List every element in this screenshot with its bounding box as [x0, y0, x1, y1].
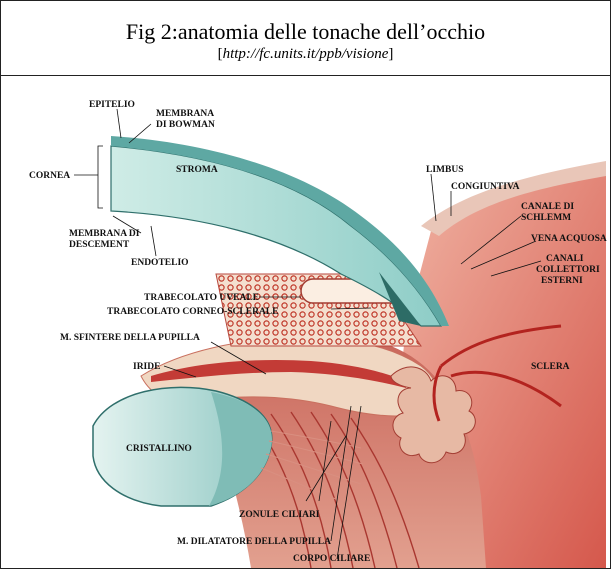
label-m-sfintere: M. SFINTERE DELLA PUPILLA: [60, 333, 200, 343]
label-canale-schlemm-1: CANALE DI: [521, 202, 574, 212]
eye-anatomy-illustration: EPITELIO MEMBRANA DI BOWMAN STROMA CORNE…: [1, 76, 610, 568]
label-stroma: STROMA: [176, 165, 218, 175]
label-canali-collettori-2: COLLETTORI: [536, 265, 600, 275]
label-vena-acquosa: VENA ACQUOSA: [531, 234, 607, 244]
source-url: http://fc.units.it/ppb/visione: [223, 46, 389, 62]
label-epitelio: EPITELIO: [89, 100, 135, 110]
eye-anatomy-diagram: EPITELIO MEMBRANA DI BOWMAN STROMA CORNE…: [1, 76, 610, 568]
label-membrana-descement-2: DESCEMENT: [69, 240, 130, 250]
label-corpo-ciliare: CORPO CILIARE: [293, 554, 370, 564]
label-limbus: LIMBUS: [426, 165, 463, 175]
label-canali-collettori-3: ESTERNI: [541, 276, 583, 286]
label-trabecolato-uveale: TRABECOLATO UVEALE: [144, 293, 259, 303]
label-zonule-ciliari: ZONULE CILIARI: [239, 510, 320, 520]
label-canale-schlemm-2: SCHLEMM: [521, 213, 571, 223]
figure-title: Fig 2:anatomia delle tonache dell’occhio: [1, 19, 610, 45]
label-iride: IRIDE: [133, 362, 160, 372]
label-m-dilatatore: M. DILATATORE DELLA PUPILLA: [177, 537, 331, 547]
label-membrana-bowman-1: MEMBRANA: [156, 109, 214, 119]
label-canali-collettori-1: CANALI: [546, 254, 584, 264]
label-trabecolato-corneo-sclerale: TRABECOLATO CORNEO-SCLERALE: [107, 307, 278, 317]
label-membrana-descement-1: MEMBRANA DI: [69, 229, 140, 239]
label-endotelio: ENDOTELIO: [131, 258, 189, 268]
figure-source: [http://fc.units.it/ppb/visione]: [1, 46, 610, 63]
label-cornea: CORNEA: [29, 171, 70, 181]
label-congiuntiva: CONGIUNTIVA: [451, 182, 520, 192]
label-membrana-bowman-2: DI BOWMAN: [156, 120, 215, 130]
figure-header: Fig 2:anatomia delle tonache dell’occhio…: [1, 1, 610, 76]
label-cristallino: CRISTALLINO: [126, 444, 192, 454]
label-sclera: SCLERA: [531, 362, 570, 372]
source-close-bracket: ]: [388, 46, 393, 62]
